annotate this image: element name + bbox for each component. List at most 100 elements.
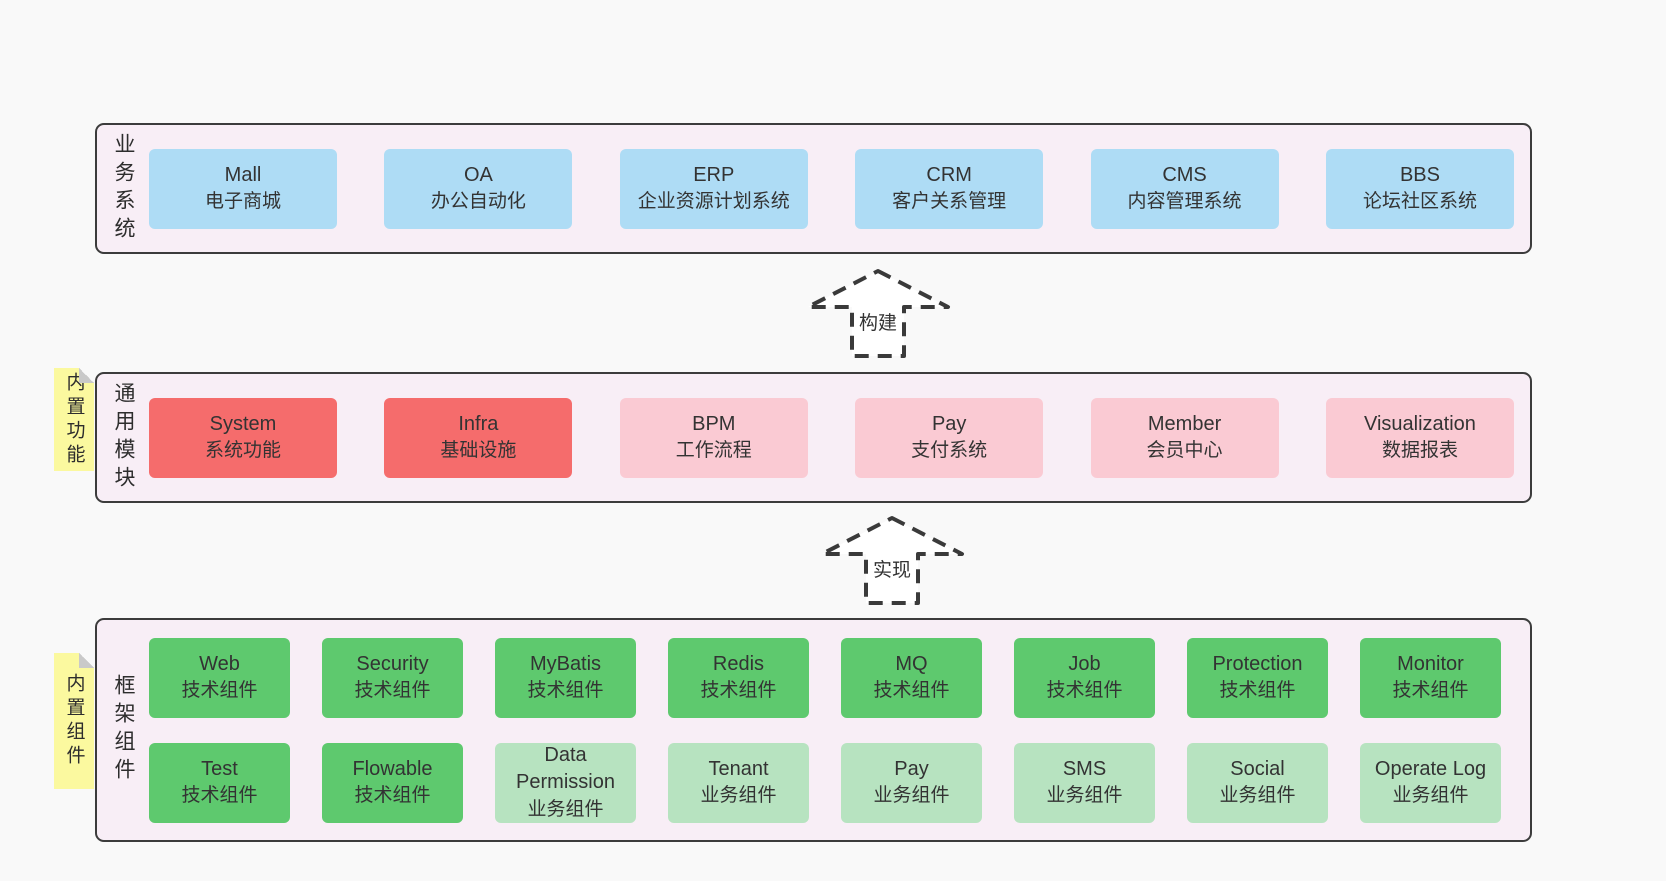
box-subtitle: 技术组件: [181, 680, 258, 702]
box-title: Social: [1230, 757, 1285, 780]
component-box-operate-log: Operate Log 业务组件: [1360, 742, 1501, 823]
box-subtitle: 业务组件: [873, 785, 950, 807]
box-title: Pay: [894, 757, 929, 780]
component-box-security: Security 技术组件: [322, 637, 463, 718]
box-title: Visualization: [1363, 412, 1476, 435]
box-title: BBS: [1399, 163, 1440, 186]
framework-components-label: 框架组件: [112, 674, 135, 786]
box-subtitle: 技术组件: [1219, 680, 1296, 702]
box-title: Job: [1068, 652, 1101, 675]
box-subtitle: 技术组件: [354, 785, 431, 807]
box-title: SMS: [1062, 757, 1107, 780]
box-subtitle: 技术组件: [527, 680, 604, 702]
box-title: Test: [201, 757, 238, 780]
component-box-flowable: Flowable 技术组件: [322, 742, 463, 823]
box-subtitle: 业务组件: [527, 798, 604, 820]
box-title: Redis: [712, 652, 765, 675]
component-box-mq: MQ 技术组件: [841, 637, 982, 718]
box-subtitle: 技术组件: [700, 680, 777, 702]
module-box-pay: Pay 支付系统: [855, 397, 1044, 478]
box-title: Protection: [1212, 652, 1303, 675]
system-box-erp: ERP 企业资源计划系统: [619, 148, 808, 229]
box-title: Data Permission: [516, 743, 615, 794]
box-title: CMS: [1162, 163, 1207, 186]
box-subtitle: 技术组件: [1046, 680, 1123, 702]
box-subtitle: 系统功能: [204, 440, 281, 462]
component-box-data-permission: Data Permission 业务组件: [495, 742, 636, 823]
box-subtitle: 业务组件: [1392, 785, 1469, 807]
box-title: Pay: [931, 412, 967, 435]
box-title: Infra: [458, 412, 499, 435]
box-subtitle: 技术组件: [181, 785, 258, 807]
system-box-cms: CMS 内容管理系统: [1090, 148, 1279, 229]
component-box-web: Web 技术组件: [149, 637, 290, 718]
built-in-feature-note: 内置功能: [54, 368, 94, 471]
box-title: Security: [356, 652, 429, 675]
component-box-pay: Pay 业务组件: [841, 742, 982, 823]
build-arrow: 构建: [805, 268, 951, 359]
framework-row-1: Web 技术组件 Security 技术组件 MyBatis 技术组件 Redi…: [149, 637, 1501, 718]
component-box-social: Social 业务组件: [1187, 742, 1328, 823]
box-title: Member: [1147, 412, 1222, 435]
box-title: Operate Log: [1374, 757, 1487, 780]
box-subtitle: 办公自动化: [430, 191, 526, 213]
build-arrow-label: 构建: [856, 308, 900, 335]
common-modules-label: 通用模块: [112, 381, 135, 494]
box-title: CRM: [926, 163, 972, 186]
business-systems-boxes: Mall 电子商城 OA 办公自动化 ERP 企业资源计划系统 CRM 客户关系…: [149, 125, 1530, 252]
box-title: Flowable: [352, 757, 433, 780]
module-box-bpm: BPM 工作流程: [619, 397, 808, 478]
box-title: Monitor: [1397, 652, 1464, 675]
box-title: System: [209, 412, 277, 435]
component-box-job: Job 技术组件: [1014, 637, 1155, 718]
note-text: 内置功能: [63, 371, 85, 468]
framework-components-section: 框架组件 Web 技术组件 Security 技术组件 MyBatis 技术组件…: [95, 618, 1532, 842]
box-title: BPM: [692, 412, 736, 435]
system-box-bbs: BBS 论坛社区系统: [1325, 148, 1514, 229]
common-modules-section: 通用模块 System 系统功能 Infra 基础设施 BPM 工作流程 Pay…: [95, 372, 1532, 503]
component-box-sms: SMS 业务组件: [1014, 742, 1155, 823]
box-title: Tenant: [708, 757, 769, 780]
note-text: 内置组件: [63, 673, 85, 769]
component-box-protection: Protection 技术组件: [1187, 637, 1328, 718]
component-box-monitor: Monitor 技术组件: [1360, 637, 1501, 718]
box-subtitle: 技术组件: [354, 680, 431, 702]
box-subtitle: 支付系统: [911, 440, 988, 462]
module-box-visualization: Visualization 数据报表: [1325, 397, 1514, 478]
common-modules-boxes: System 系统功能 Infra 基础设施 BPM 工作流程 Pay 支付系统…: [149, 374, 1530, 501]
box-subtitle: 业务组件: [1046, 785, 1123, 807]
note-fold-corner-icon: [79, 368, 94, 383]
box-subtitle: 电子商城: [204, 191, 281, 213]
box-title: Mall: [224, 163, 262, 186]
note-fold-corner-icon: [79, 653, 94, 668]
box-title: OA: [463, 163, 493, 186]
box-title: MQ: [895, 652, 928, 675]
system-box-oa: OA 办公自动化: [384, 148, 573, 229]
box-subtitle: 企业资源计划系统: [637, 191, 790, 213]
box-subtitle: 工作流程: [675, 440, 752, 462]
box-subtitle: 业务组件: [1219, 785, 1296, 807]
box-subtitle: 业务组件: [700, 785, 777, 807]
box-subtitle: 会员中心: [1146, 440, 1223, 462]
box-subtitle: 数据报表: [1381, 440, 1458, 462]
business-systems-section: 业务系统 Mall 电子商城 OA 办公自动化 ERP 企业资源计划系统 CRM…: [95, 123, 1532, 254]
component-box-redis: Redis 技术组件: [668, 637, 809, 718]
component-box-test: Test 技术组件: [149, 742, 290, 823]
box-title: Web: [199, 652, 240, 675]
system-box-crm: CRM 客户关系管理: [855, 148, 1044, 229]
implement-arrow: 实现: [819, 515, 965, 606]
framework-row-2: Test 技术组件 Flowable 技术组件 Data Permission …: [149, 742, 1501, 823]
box-title: ERP: [693, 163, 735, 186]
built-in-component-note: 内置组件: [54, 653, 94, 789]
box-subtitle: 技术组件: [873, 680, 950, 702]
system-box-mall: Mall 电子商城: [149, 148, 337, 229]
component-box-mybatis: MyBatis 技术组件: [495, 637, 636, 718]
component-box-tenant: Tenant 业务组件: [668, 742, 809, 823]
box-title: MyBatis: [529, 652, 602, 675]
module-box-member: Member 会员中心: [1090, 397, 1279, 478]
box-subtitle: 基础设施: [440, 440, 517, 462]
box-subtitle: 内容管理系统: [1127, 191, 1242, 213]
framework-components-boxes: Web 技术组件 Security 技术组件 MyBatis 技术组件 Redi…: [149, 620, 1530, 840]
module-box-system: System 系统功能: [149, 397, 337, 478]
module-box-infra: Infra 基础设施: [384, 397, 573, 478]
